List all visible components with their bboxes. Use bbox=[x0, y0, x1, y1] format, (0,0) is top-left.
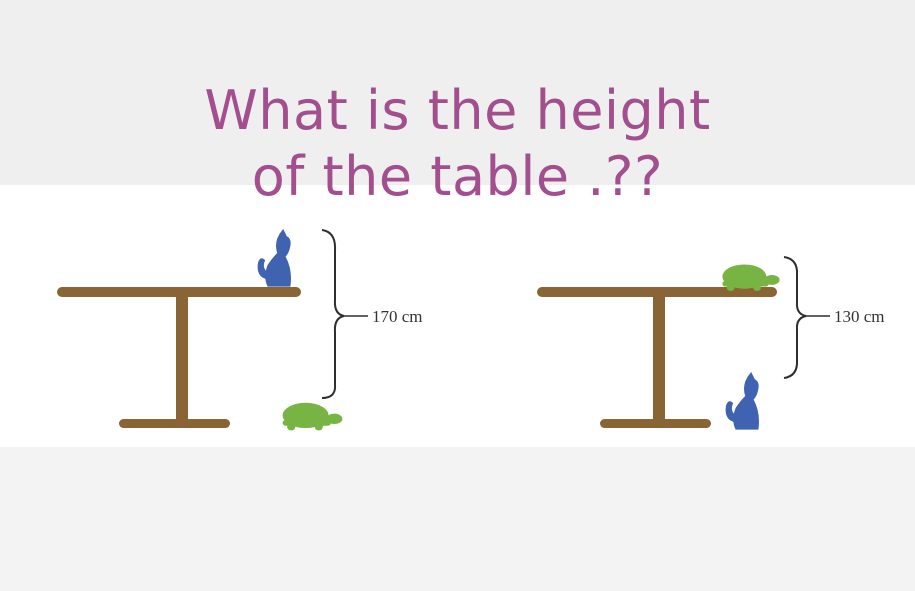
turtle-icon bbox=[722, 264, 780, 291]
background-top bbox=[0, 0, 915, 185]
puzzle-title: What is the height of the table .?? bbox=[0, 78, 915, 210]
turtle-icon bbox=[282, 402, 343, 431]
title-line-2: of the table .?? bbox=[251, 145, 664, 208]
table-2 bbox=[537, 287, 777, 428]
scene-2: 130 cm bbox=[537, 256, 885, 430]
measurement-label-2: 130 cm bbox=[834, 307, 885, 326]
background-bottom bbox=[0, 447, 915, 591]
measurement-label-1: 170 cm bbox=[372, 307, 423, 326]
cat-icon bbox=[257, 229, 291, 287]
background-middle bbox=[0, 185, 915, 447]
title-line-1: What is the height bbox=[204, 79, 711, 142]
scene-1: 170 cm bbox=[57, 229, 423, 431]
height-bracket-2 bbox=[783, 256, 807, 379]
cat-icon bbox=[725, 372, 759, 430]
height-bracket-1 bbox=[321, 229, 345, 399]
table-1 bbox=[57, 287, 301, 428]
